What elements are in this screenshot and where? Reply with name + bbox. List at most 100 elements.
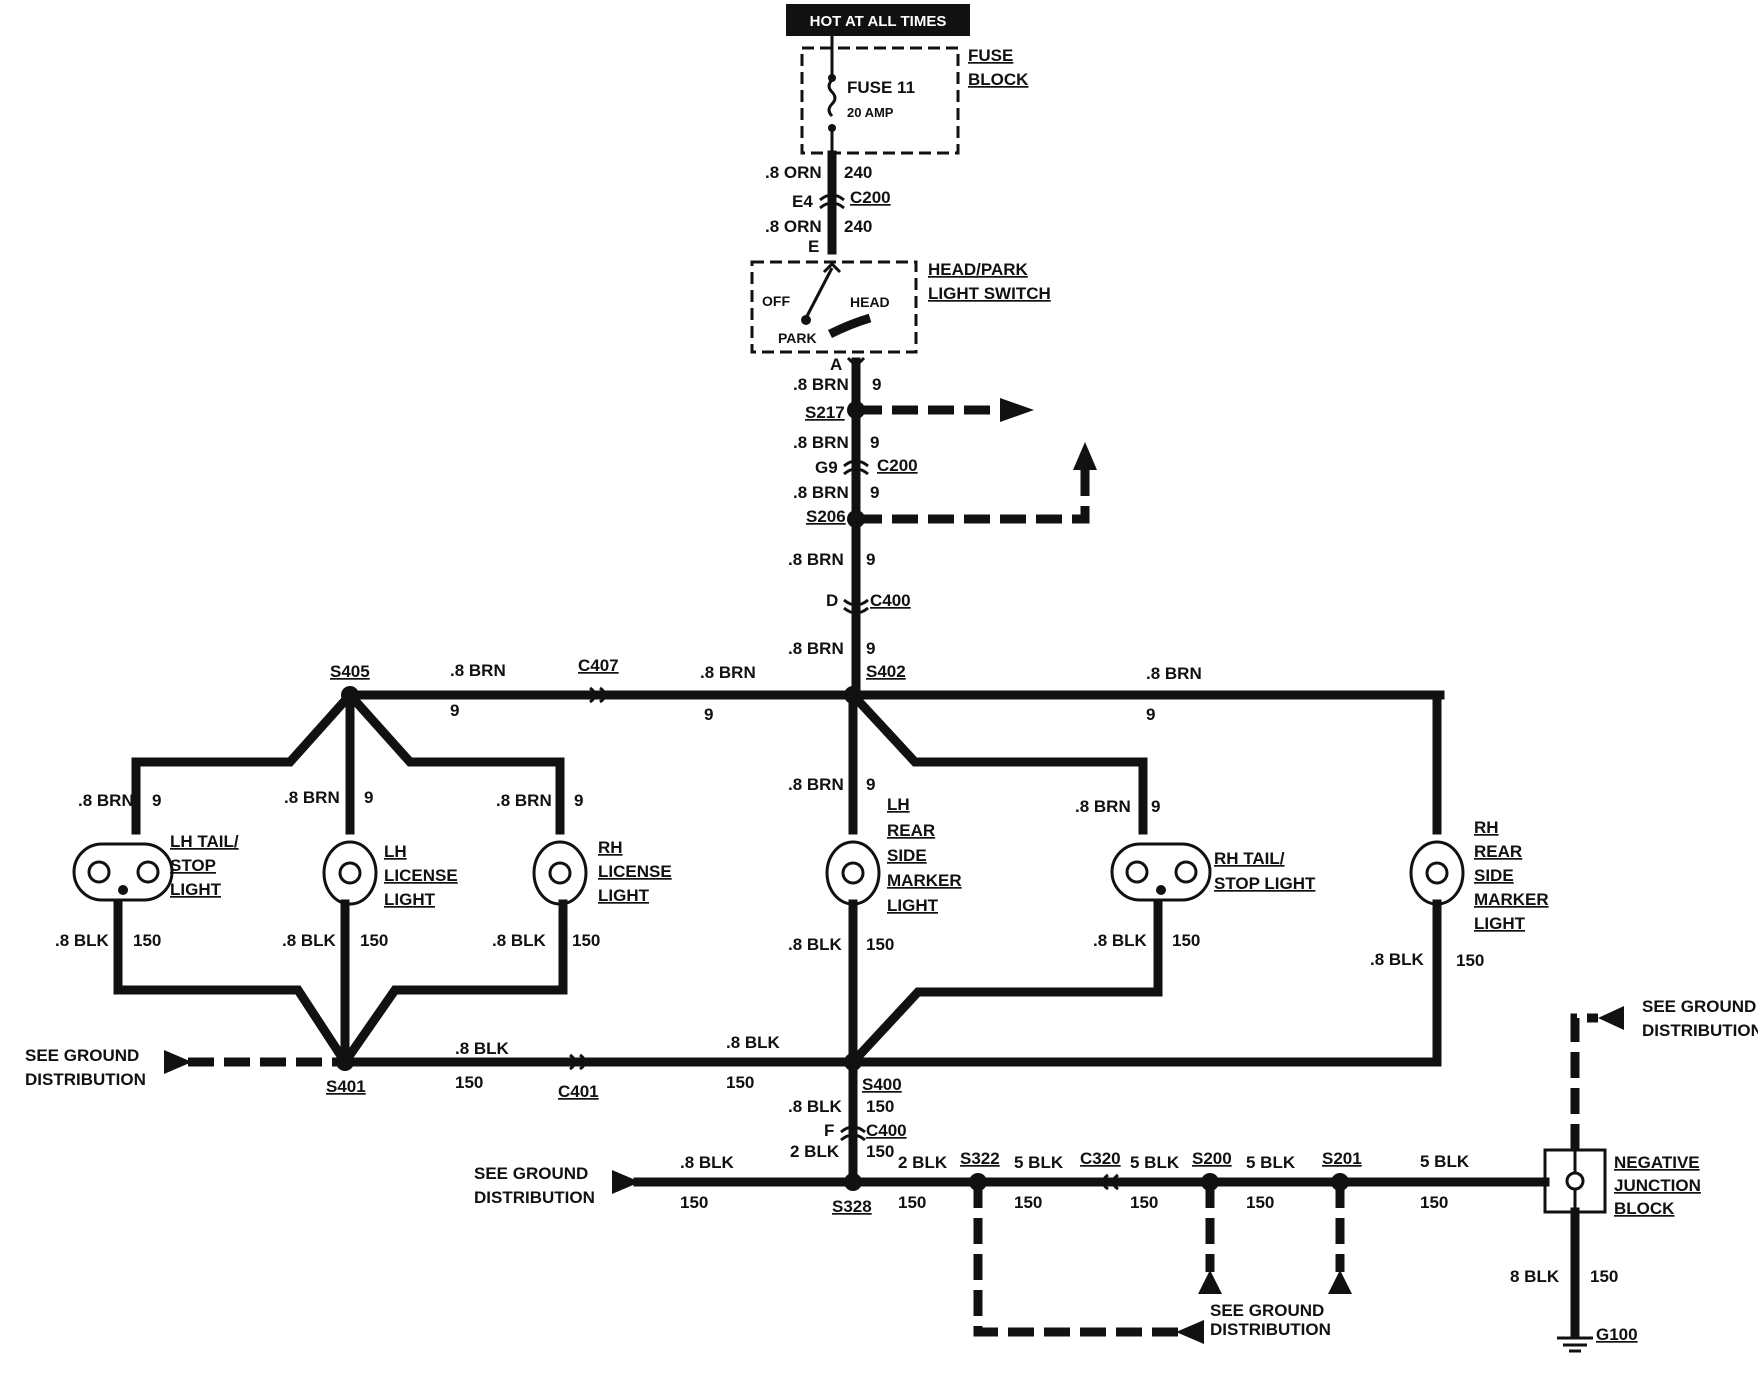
- svg-text:LH TAIL/: LH TAIL/: [170, 832, 239, 851]
- svg-text:MARKER: MARKER: [1474, 890, 1549, 909]
- splice-s401: S401: [326, 1077, 366, 1096]
- svg-text:5 BLK: 5 BLK: [1246, 1153, 1296, 1172]
- svg-text:150: 150: [898, 1193, 926, 1212]
- connector-c200b-icon: [843, 459, 869, 476]
- lh-license-label: LH LICENSE LIGHT: [384, 842, 458, 909]
- svg-text:8 BLK: 8 BLK: [1510, 1267, 1560, 1286]
- splice-s405: S405: [330, 662, 370, 681]
- svg-text:9: 9: [870, 433, 879, 452]
- svg-text:SEE GROUND: SEE GROUND: [25, 1046, 139, 1065]
- svg-text:STOP: STOP: [170, 856, 216, 875]
- svg-text:9: 9: [870, 483, 879, 502]
- svg-text:5 BLK: 5 BLK: [1130, 1153, 1180, 1172]
- svg-text:.8 ORN: .8 ORN: [765, 217, 822, 236]
- rh-license-lamp-icon: [532, 840, 588, 906]
- svg-text:C400: C400: [870, 591, 911, 610]
- svg-text:LIGHT: LIGHT: [598, 886, 650, 905]
- lh-rear-side-marker-lamp-icon: [825, 840, 881, 906]
- svg-text:9: 9: [1151, 797, 1160, 816]
- svg-text:E: E: [808, 237, 819, 256]
- svg-text:150: 150: [1246, 1193, 1274, 1212]
- svg-text:9: 9: [1146, 705, 1155, 724]
- svg-text:LIGHT SWITCH: LIGHT SWITCH: [928, 284, 1051, 303]
- svg-text:150: 150: [1130, 1193, 1158, 1212]
- svg-text:NEGATIVE: NEGATIVE: [1614, 1153, 1700, 1172]
- svg-text:.8 BRN: .8 BRN: [700, 663, 756, 682]
- svg-text:150: 150: [1590, 1267, 1618, 1286]
- svg-text:HOT AT ALL TIMES: HOT AT ALL TIMES: [810, 13, 947, 30]
- connector-c401-icon: [569, 1053, 587, 1071]
- arrow-right-icon: [1000, 398, 1034, 422]
- svg-text:.8 BLK: .8 BLK: [455, 1039, 510, 1058]
- ground-arrow-left-icon: [164, 1050, 192, 1074]
- splice-s322: S322: [960, 1149, 1000, 1168]
- splice-s200: S200: [1192, 1149, 1232, 1168]
- svg-text:2 BLK: 2 BLK: [898, 1153, 948, 1172]
- splice-s328: S328: [832, 1197, 872, 1216]
- ground-ref-right: SEE GROUND DISTRIBUTION: [1642, 997, 1758, 1040]
- svg-text:SEE GROUND: SEE GROUND: [1642, 997, 1756, 1016]
- svg-text:HEAD: HEAD: [850, 294, 890, 310]
- ground-g100: G100: [1596, 1325, 1638, 1344]
- svg-text:G9: G9: [815, 458, 838, 477]
- svg-text:150: 150: [866, 1097, 894, 1116]
- svg-text:.8 BRN: .8 BRN: [793, 375, 849, 394]
- ground-arrow-up-s200-icon: [1198, 1270, 1222, 1294]
- svg-text:SIDE: SIDE: [1474, 866, 1514, 885]
- head-park-light-switch: OFF HEAD PARK: [750, 260, 918, 369]
- rh-rear-side-marker-lamp-icon: [1409, 840, 1465, 906]
- rh-rear-side-marker-label: RH REAR SIDE MARKER LIGHT: [1474, 818, 1549, 933]
- svg-text:9: 9: [152, 791, 161, 810]
- svg-text:MARKER: MARKER: [887, 871, 962, 890]
- svg-text:150: 150: [1420, 1193, 1448, 1212]
- fuse-block-label: FUSE: [968, 46, 1013, 65]
- svg-text:150: 150: [133, 931, 161, 950]
- svg-text:150: 150: [360, 931, 388, 950]
- connector-c320-icon: [1101, 1173, 1119, 1191]
- connector-c407-icon: [589, 686, 607, 704]
- svg-text:E4: E4: [792, 192, 813, 211]
- svg-text:150: 150: [1456, 951, 1484, 970]
- rh-license-label: RH LICENSE LIGHT: [598, 838, 672, 905]
- svg-text:9: 9: [872, 375, 881, 394]
- svg-text:RH: RH: [1474, 818, 1499, 837]
- svg-text:5 BLK: 5 BLK: [1014, 1153, 1064, 1172]
- svg-text:SEE GROUND: SEE GROUND: [474, 1164, 588, 1183]
- svg-text:9: 9: [866, 550, 875, 569]
- svg-text:RH: RH: [598, 838, 623, 857]
- ground-ref-bottom: SEE GROUND DISTRIBUTION: [1210, 1301, 1331, 1339]
- svg-text:C320: C320: [1080, 1149, 1121, 1168]
- svg-text:9: 9: [364, 788, 373, 807]
- svg-text:150: 150: [680, 1193, 708, 1212]
- svg-text:150: 150: [866, 1142, 894, 1161]
- splice-s217: S217: [805, 403, 845, 422]
- svg-text:LIGHT: LIGHT: [170, 880, 222, 899]
- svg-text:.8 BRN: .8 BRN: [788, 550, 844, 569]
- svg-text:150: 150: [726, 1073, 754, 1092]
- negative-junction-block: [1543, 1148, 1607, 1214]
- ground-ref-mid: SEE GROUND DISTRIBUTION: [474, 1164, 595, 1207]
- ground-ref-left: SEE GROUND DISTRIBUTION: [25, 1046, 146, 1089]
- svg-text:5 BLK: 5 BLK: [1420, 1152, 1470, 1171]
- ground-arrow-right-icon: [1598, 1006, 1624, 1030]
- svg-text:150: 150: [1014, 1193, 1042, 1212]
- svg-text:9: 9: [866, 775, 875, 794]
- svg-text:.8 BLK: .8 BLK: [1370, 950, 1425, 969]
- svg-text:20 AMP: 20 AMP: [847, 105, 894, 120]
- svg-text:.8 BLK: .8 BLK: [1093, 931, 1148, 950]
- svg-text:.8 BRN: .8 BRN: [284, 788, 340, 807]
- svg-text:F: F: [824, 1121, 834, 1140]
- svg-text:.8 BRN: .8 BRN: [1075, 797, 1131, 816]
- svg-text:STOP LIGHT: STOP LIGHT: [1214, 874, 1316, 893]
- svg-text:REAR: REAR: [1474, 842, 1522, 861]
- svg-text:LIGHT: LIGHT: [384, 890, 436, 909]
- svg-text:.8 BRN: .8 BRN: [788, 775, 844, 794]
- svg-text:.8 BLK: .8 BLK: [282, 931, 337, 950]
- svg-text:OFF: OFF: [762, 293, 790, 309]
- ground-arrow-mid-icon: [612, 1170, 640, 1194]
- svg-text:LH: LH: [887, 795, 910, 814]
- splice-s402: S402: [866, 662, 906, 681]
- switch-label: HEAD/PARK: [928, 260, 1029, 279]
- ground-symbol-icon: [1557, 1336, 1593, 1353]
